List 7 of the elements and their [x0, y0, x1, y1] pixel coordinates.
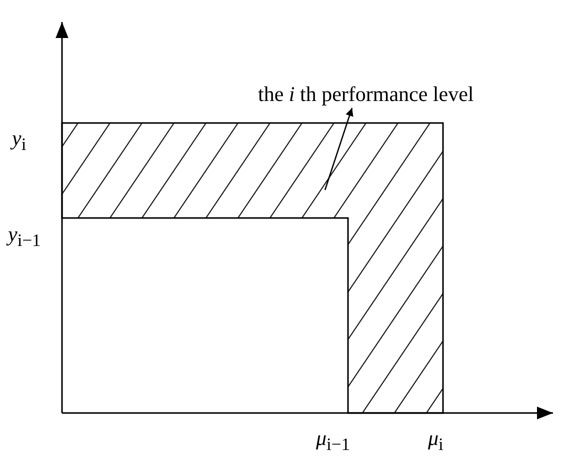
x-axis-tick-label: μ$_{i}$ [428, 426, 444, 456]
performance-level-label: the i th performance level [258, 82, 474, 106]
y-axis-tick-label: y$_{i−1}$ [8, 222, 41, 252]
hatched-region [62, 123, 443, 413]
leader-arrow [324, 108, 354, 190]
x-axis-tick-label: μ$_{i−1}$ [316, 426, 350, 456]
y-axis-tick-label: y$_{i}$ [12, 126, 26, 156]
